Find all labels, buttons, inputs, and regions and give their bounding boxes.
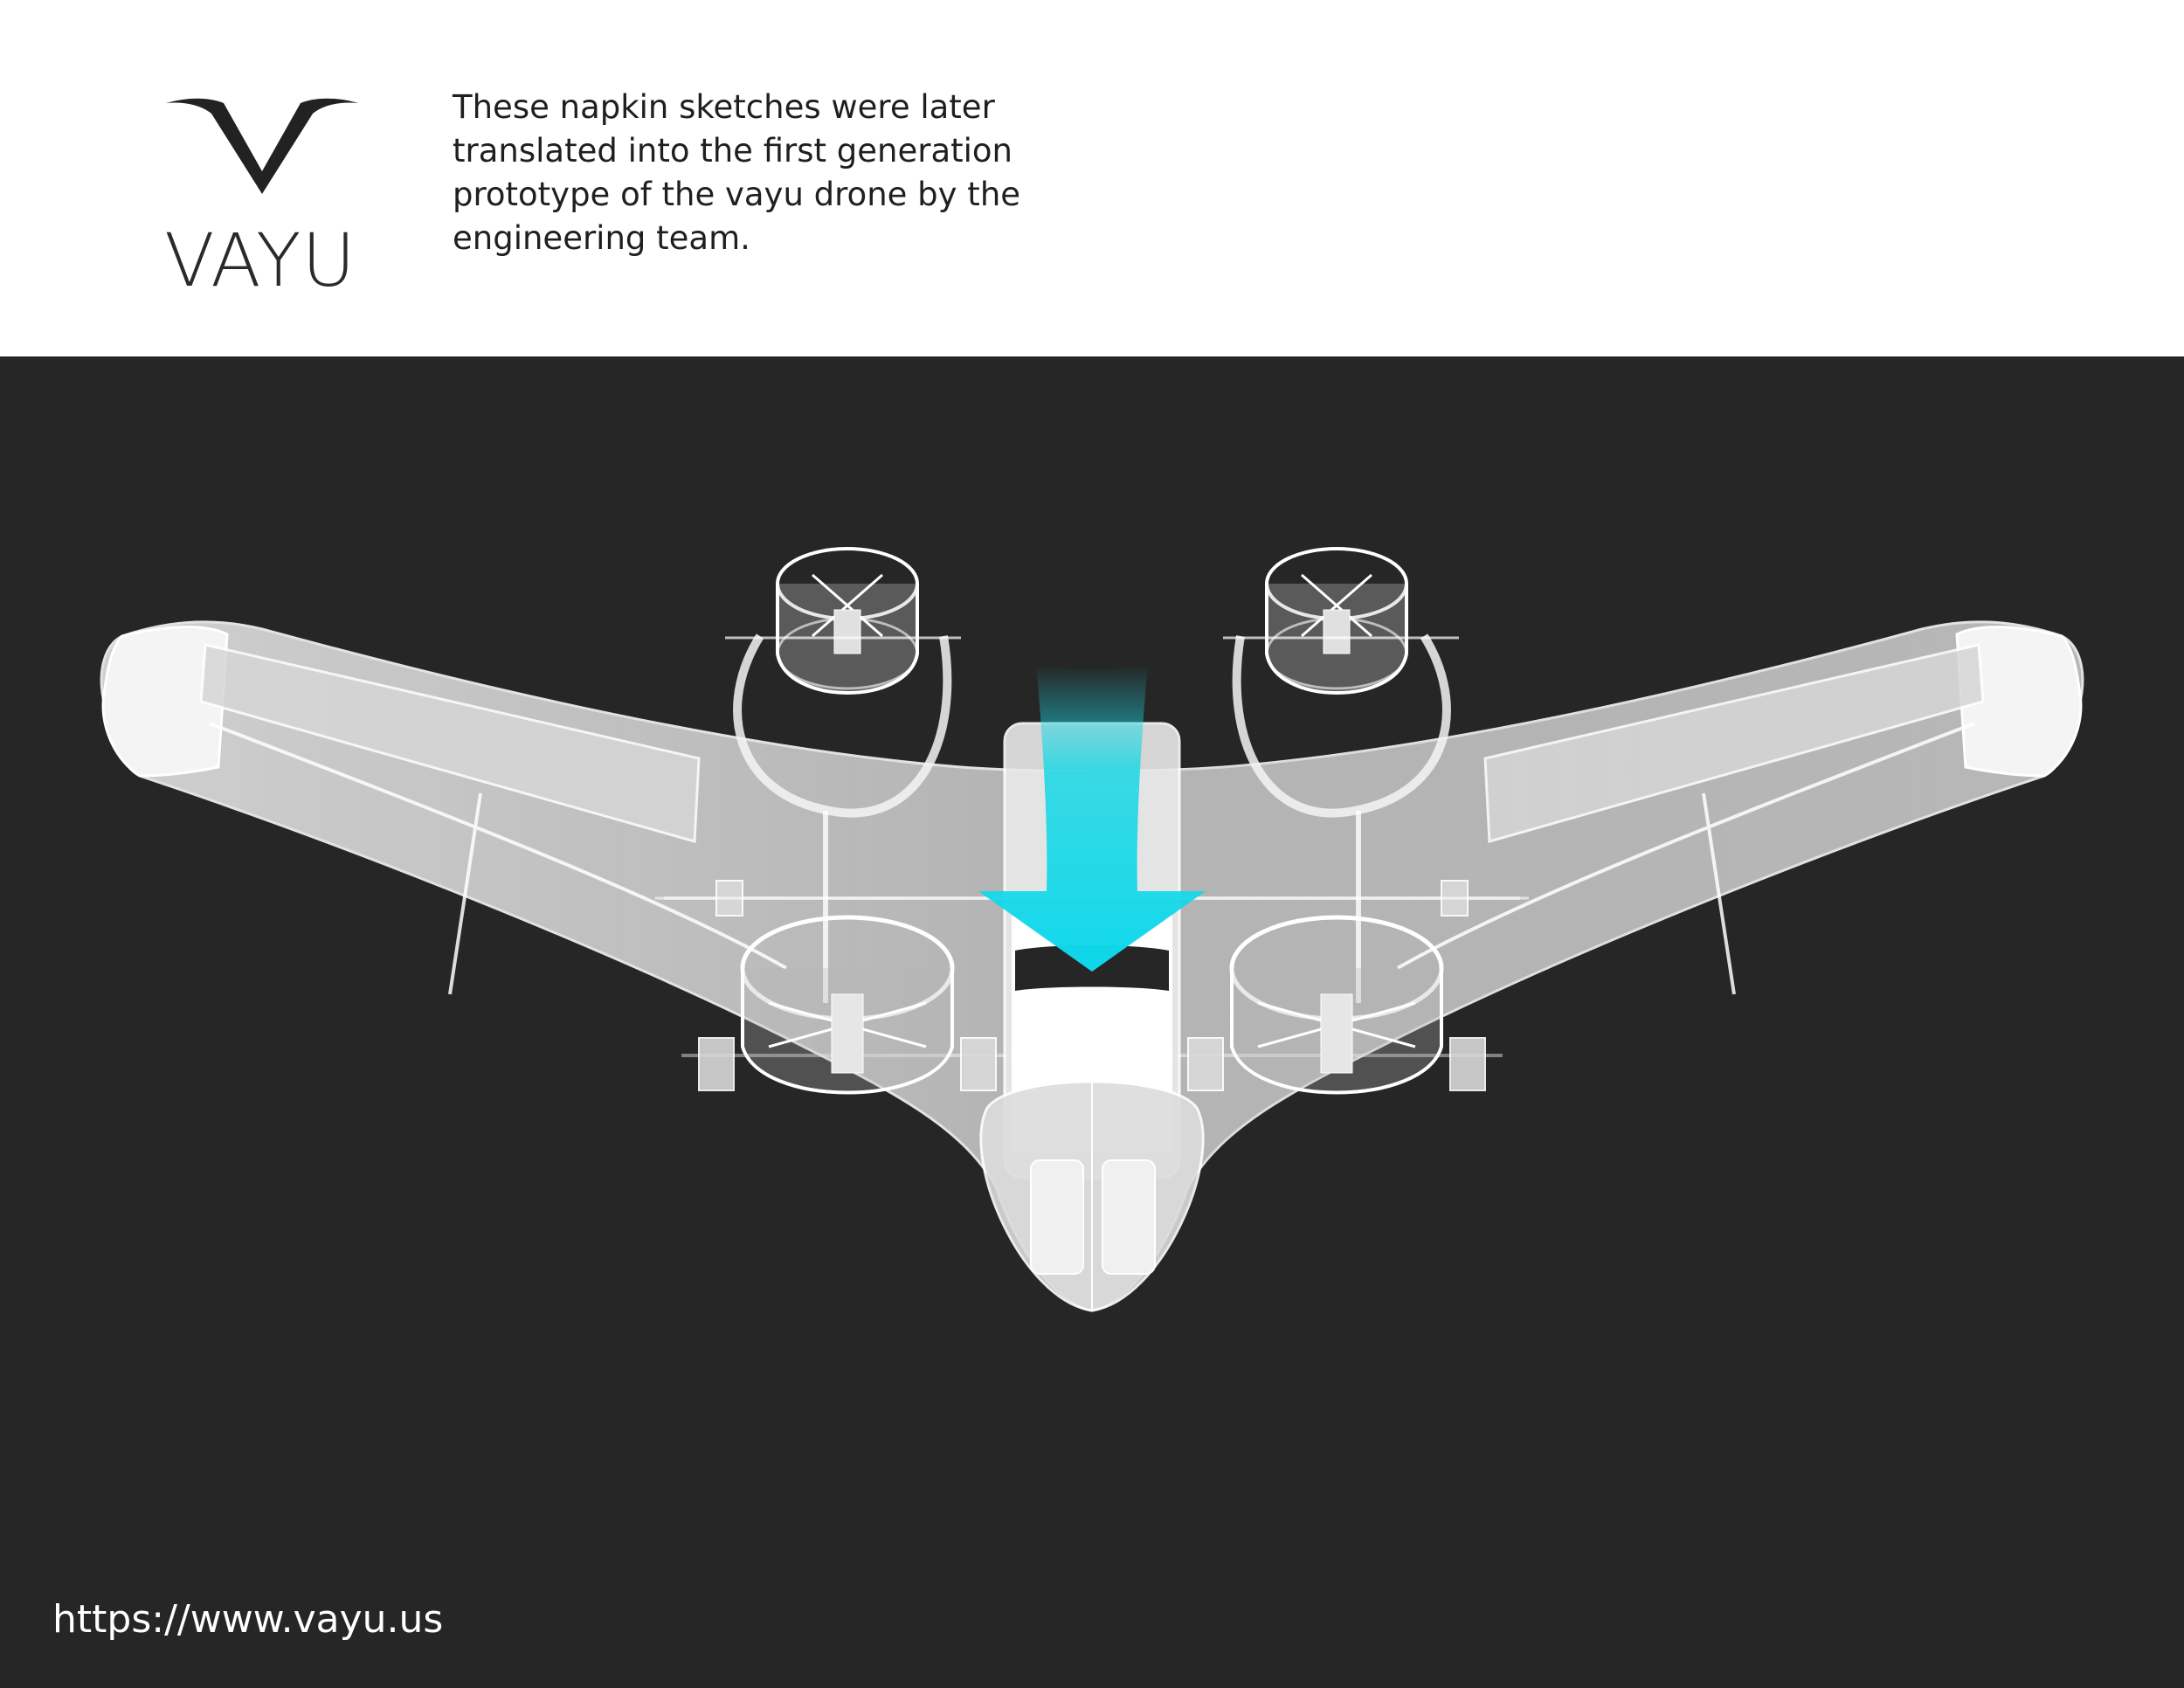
vayu-wing-mark-icon (166, 98, 358, 194)
right-wingtip (1955, 626, 2083, 778)
left-rotor-arm (733, 633, 952, 818)
lower-right-fan (1229, 915, 1444, 1095)
left-wingtip (101, 626, 229, 778)
drone-render (100, 547, 2084, 1312)
upper-right-fan (1265, 547, 1408, 695)
left-elevon (199, 643, 701, 843)
logo-wordmark: VAYU (164, 218, 356, 303)
vayu-logo: VAYU (147, 84, 374, 311)
footer-url[interactable]: https://www.vayu.us (52, 1597, 444, 1642)
drone-render-panel (0, 356, 2184, 1688)
right-elevon (1483, 643, 1985, 843)
intro-text: These napkin sketches were later transla… (453, 88, 1021, 257)
payload-drop-arrow (978, 664, 1206, 972)
header: VAYU These napkin sketches were later tr… (0, 0, 2184, 356)
upper-left-fan (776, 547, 919, 695)
lower-left-fan (740, 915, 955, 1095)
right-rotor-arm (1232, 633, 1451, 818)
